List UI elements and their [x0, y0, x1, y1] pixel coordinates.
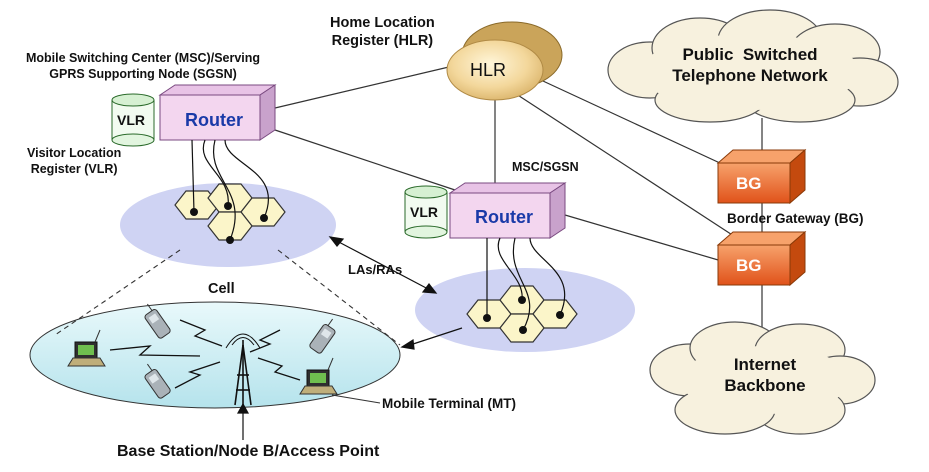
router-1-box	[158, 84, 277, 141]
link-hlr-bg1	[529, 74, 736, 171]
pstn-cloud	[607, 9, 899, 123]
bg-box-1	[716, 148, 807, 205]
mobile-phone-2	[144, 363, 171, 399]
cell-label: Cell	[208, 281, 235, 297]
msc-sgsn-label: MSC/SGSN	[512, 160, 579, 174]
router-2-text: Router	[475, 207, 533, 227]
router-1-text: Router	[185, 110, 243, 130]
la2-to-radio-arrow	[400, 327, 463, 350]
vlr-cylinder-1	[111, 93, 155, 147]
las-ras-label: LAs/RAs	[348, 262, 403, 277]
mobile-phone-3	[309, 318, 336, 354]
mt-pointer	[331, 394, 381, 404]
pstn-cloud-text: Public Switched Telephone Network	[672, 45, 828, 85]
base-station-tower	[225, 333, 261, 406]
bg-box-2	[716, 230, 807, 287]
link-router1-router2	[274, 129, 456, 191]
link-router2-bg2	[564, 214, 726, 263]
hlr-title: Home Location Register (HLR)	[330, 15, 435, 49]
link-hlr-bg2	[509, 89, 741, 241]
hlr-database	[446, 21, 563, 101]
border-gateway-label: Border Gateway (BG)	[727, 211, 864, 226]
bg-1-text: BG	[736, 174, 762, 193]
cell-wires-1	[191, 139, 270, 241]
link-router1-hlr	[274, 61, 471, 109]
vlr-2-text: VLR	[410, 204, 438, 220]
vlr-title: Visitor Location Register (VLR)	[27, 146, 122, 176]
laptop-2	[299, 357, 338, 395]
radio-signals	[109, 319, 301, 389]
zoom-lines	[54, 249, 401, 346]
internet-cloud-text: Internet Backbone	[724, 355, 806, 395]
vlr-1-text: VLR	[117, 112, 145, 128]
hlr-node-text: HLR	[470, 60, 507, 80]
mobile-phone-1	[144, 303, 171, 339]
hex-cells-1	[174, 183, 286, 241]
vlr-cylinder-2	[404, 185, 448, 239]
connection-lines	[274, 61, 763, 340]
msc-sgsn-title: Mobile Switching Center (MSC)/Serving GP…	[26, 51, 261, 81]
base-station-label: Base Station/Node B/Access Point	[117, 443, 380, 460]
mobile-terminal-label: Mobile Terminal (MT)	[382, 396, 516, 411]
router-2-box	[448, 182, 567, 239]
internet-cloud	[649, 321, 876, 435]
bg-2-text: BG	[736, 256, 762, 275]
laptop-1	[67, 329, 106, 367]
base-station-arrow	[236, 402, 250, 440]
cell-wires-2	[486, 237, 566, 331]
la-ra-arrow	[328, 236, 438, 294]
